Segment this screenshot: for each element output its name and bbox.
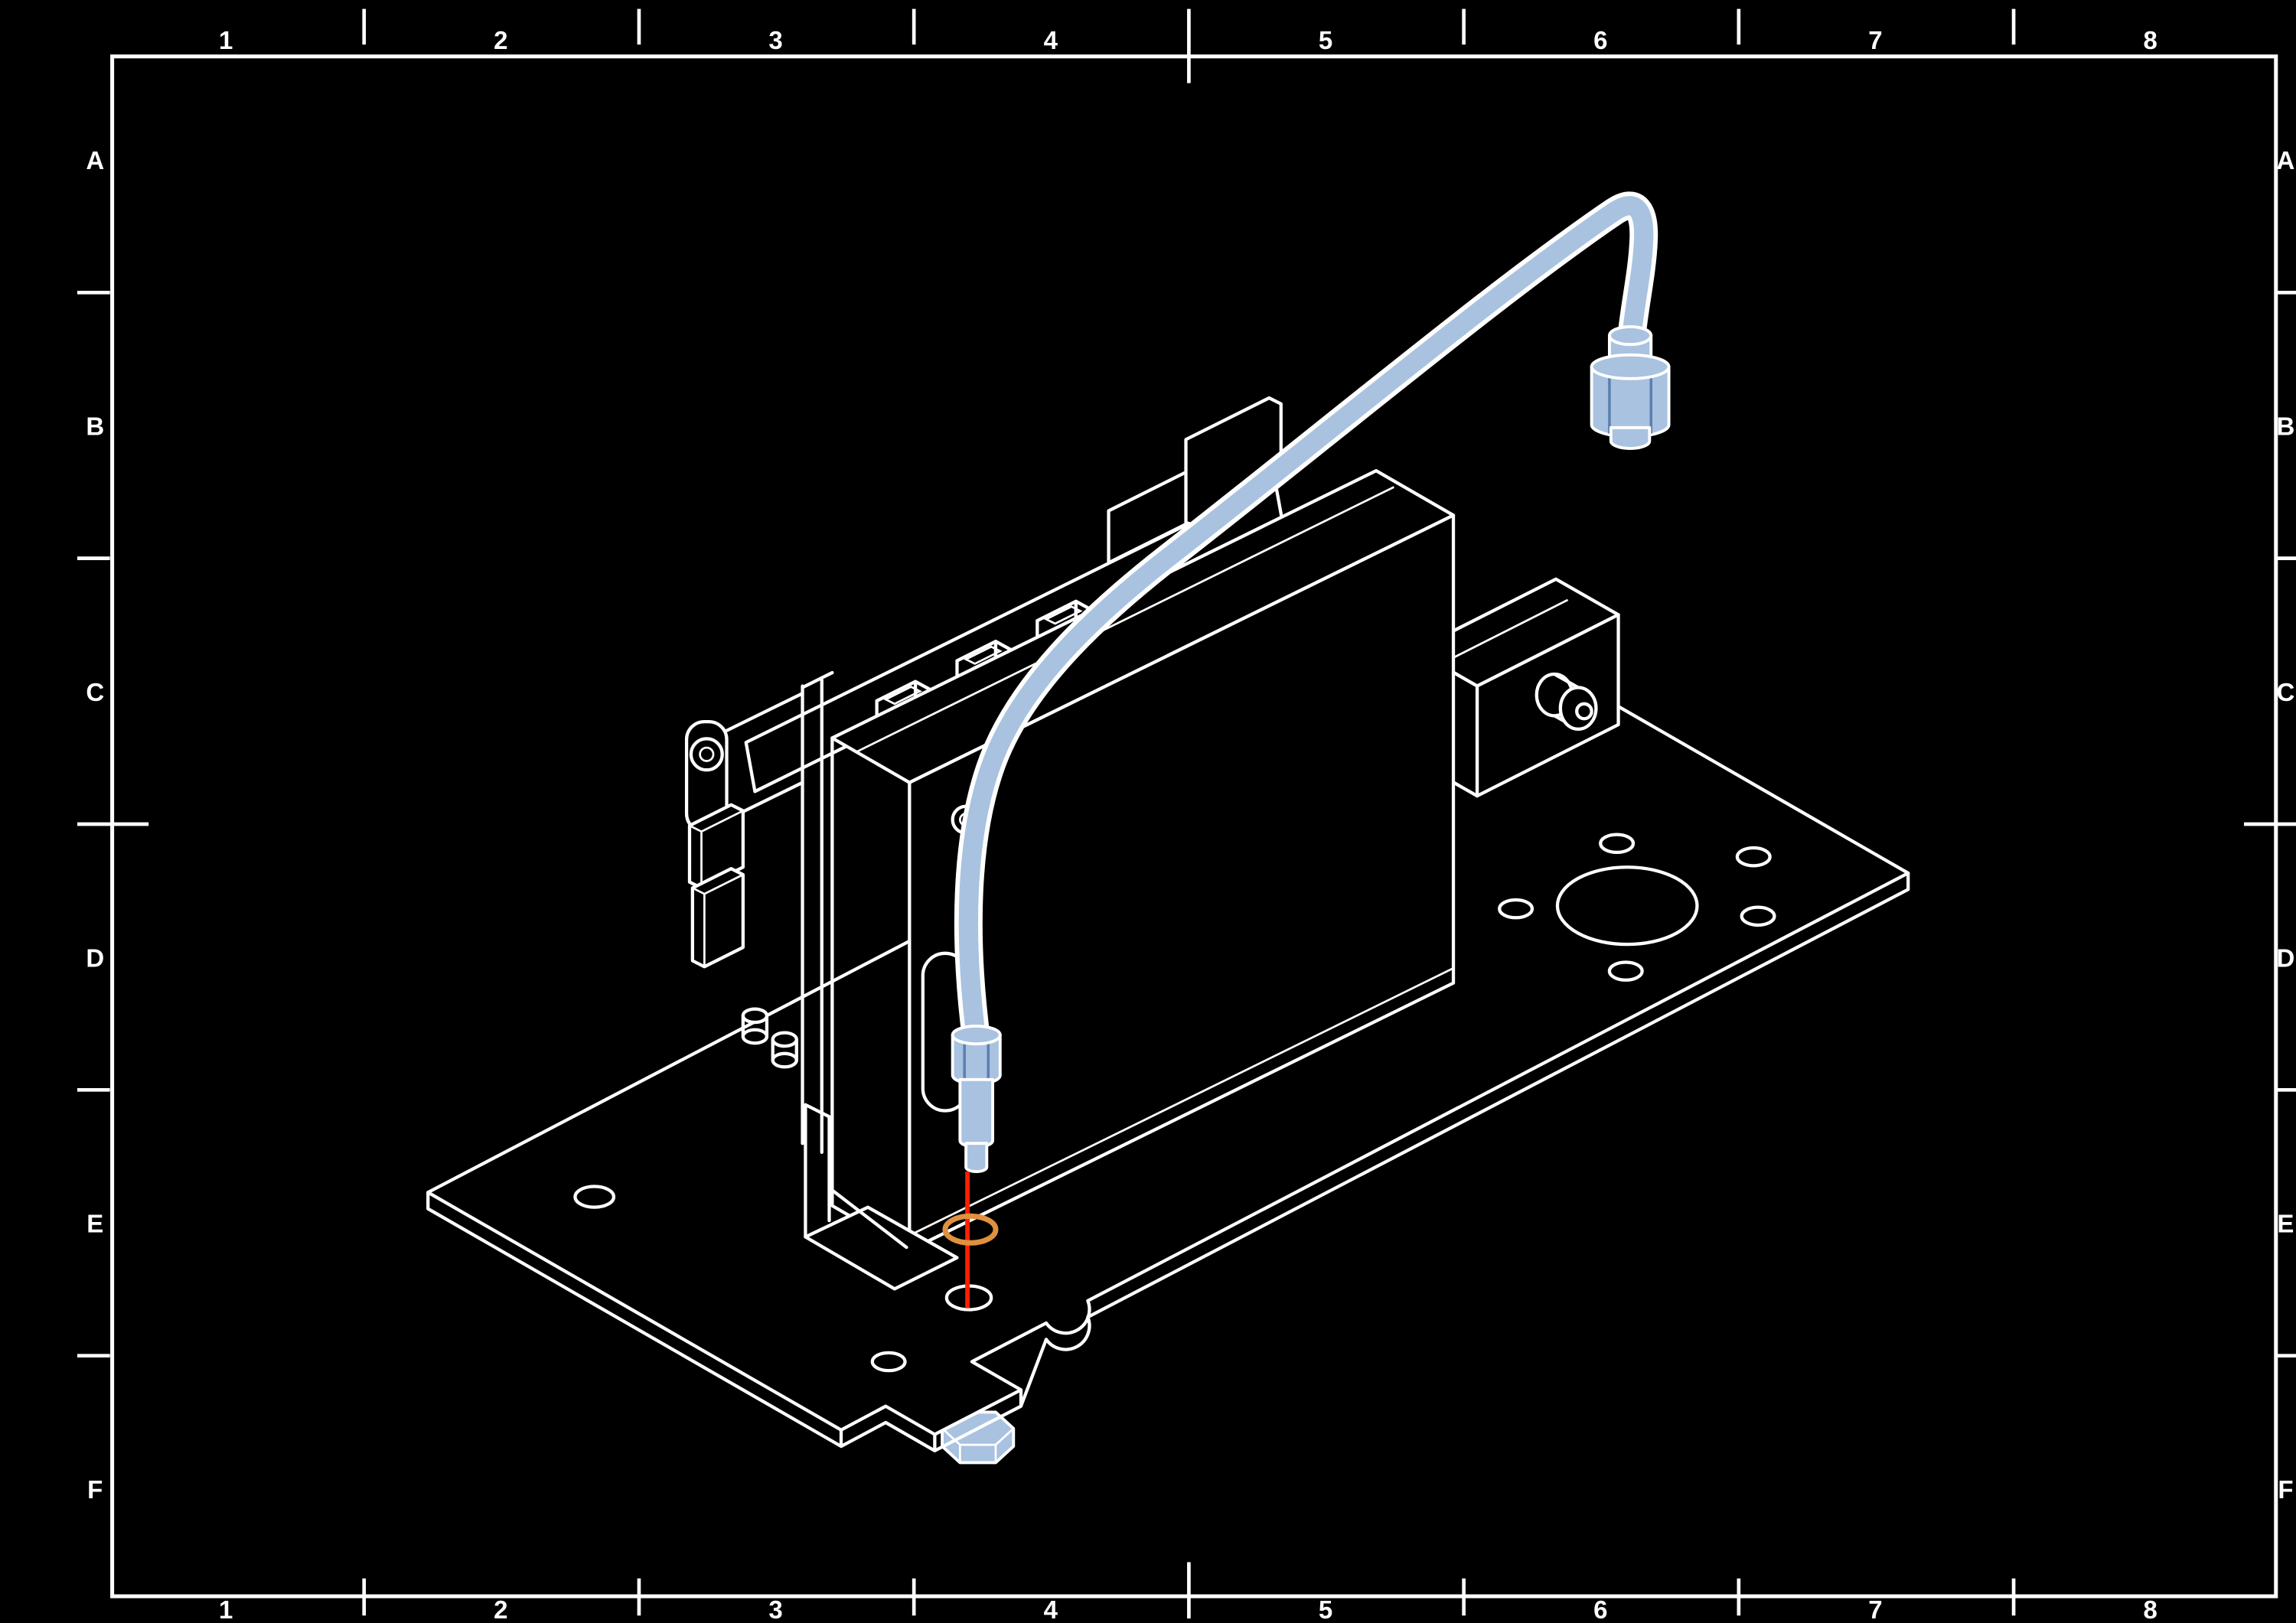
zone-label-bottom-8: 8 (2144, 1595, 2157, 1623)
zone-ticks-left (77, 290, 149, 1358)
cable-gland-connector (1590, 324, 1671, 450)
left-case-unit (684, 670, 834, 1154)
fitting-barrel (958, 1077, 995, 1149)
gland-tip (1609, 425, 1652, 450)
gland-hex-top (1590, 353, 1671, 380)
foot-uprights (804, 1103, 831, 1239)
zone-label-bottom-3: 3 (768, 1595, 782, 1623)
zone-label-top-1: 1 (219, 26, 233, 54)
zone-label-top-2: 2 (494, 26, 507, 54)
zone-label-bottom-4: 4 (1044, 1595, 1058, 1623)
zone-label-right-c: C (2276, 678, 2294, 706)
mounting-holes (573, 833, 1776, 1373)
zone-label-right-e: E (2277, 1210, 2294, 1238)
zone-ticks-top (362, 8, 2016, 83)
barrel-pin (1575, 702, 1593, 721)
zone-ticks-bottom (362, 1562, 2016, 1619)
left-connector-1 (687, 803, 745, 890)
zone-label-left-b: B (86, 412, 104, 441)
zone-label-top-7: 7 (1868, 26, 1882, 54)
zone-label-left-d: D (86, 943, 104, 972)
lug-hole-inner (699, 746, 715, 762)
fitting-hex-top (951, 1024, 1002, 1046)
cable (954, 191, 1658, 1041)
plate-hole (870, 1351, 907, 1373)
zone-label-bottom-6: 6 (1593, 1595, 1607, 1623)
standoff-1 (741, 1007, 769, 1045)
zone-label-right-a: A (2276, 146, 2294, 174)
zone-label-right-d: D (2276, 943, 2294, 972)
zone-label-top-4: 4 (1044, 26, 1058, 54)
plate-hole (1735, 846, 1772, 868)
zone-label-left-c: C (86, 678, 104, 706)
foot-plate (804, 1205, 959, 1291)
plate-hole (573, 1185, 616, 1209)
left-connector-2 (690, 867, 745, 969)
isometric-assembly-view (426, 191, 1910, 1465)
fitting-hex-facets (963, 1039, 990, 1081)
cable-core (958, 196, 1654, 1041)
lock-nut (941, 1410, 1016, 1465)
zone-label-top-8: 8 (2144, 26, 2157, 54)
zone-label-right-b: B (2276, 412, 2294, 441)
zone-label-bottom-1: 1 (219, 1595, 233, 1623)
drawing-border (110, 54, 2278, 1599)
o-ring-highlight (942, 1213, 999, 1246)
plate-large-hole (1555, 865, 1699, 947)
zone-label-bottom-2: 2 (494, 1595, 507, 1623)
zone-label-top-3: 3 (768, 26, 782, 54)
standoff-2 (771, 1031, 798, 1069)
gland-hex-facets (1608, 371, 1653, 434)
plate-hole (1607, 960, 1644, 982)
inline-fitting (951, 1024, 1002, 1174)
zone-label-top-5: 5 (1319, 26, 1332, 54)
title-block-frame: 1 2 3 4 5 6 7 8 1 2 3 4 5 6 7 8 A B C D … (77, 8, 2296, 1623)
barrel-connector (1534, 672, 1598, 731)
mounting-bracket-foot (804, 1103, 959, 1291)
lid-seam (856, 486, 1394, 753)
zone-label-left-f: F (87, 1475, 103, 1504)
zone-ticks-right (2244, 290, 2296, 1358)
zone-label-left-e: E (86, 1210, 103, 1238)
fitting-tip (964, 1142, 989, 1174)
plate-hole (1740, 905, 1776, 927)
foot-brace (827, 1186, 908, 1250)
plate-hole (1599, 833, 1636, 854)
lock-nut-facets (941, 1427, 1015, 1463)
zone-label-top-6: 6 (1593, 26, 1607, 54)
lug-hole (689, 737, 724, 772)
zone-label-right-f: F (2278, 1475, 2293, 1504)
gland-collar-top (1607, 324, 1653, 347)
enclosure-front-face (908, 513, 1456, 1253)
base-plate-thickness (426, 871, 1910, 1453)
zone-label-left-a: A (86, 146, 104, 174)
zone-label-bottom-7: 7 (1868, 1595, 1882, 1623)
plate-hole (1498, 898, 1534, 920)
case-edges (801, 678, 823, 1154)
bottom-seam (908, 967, 1454, 1237)
zone-label-bottom-5: 5 (1319, 1595, 1332, 1623)
